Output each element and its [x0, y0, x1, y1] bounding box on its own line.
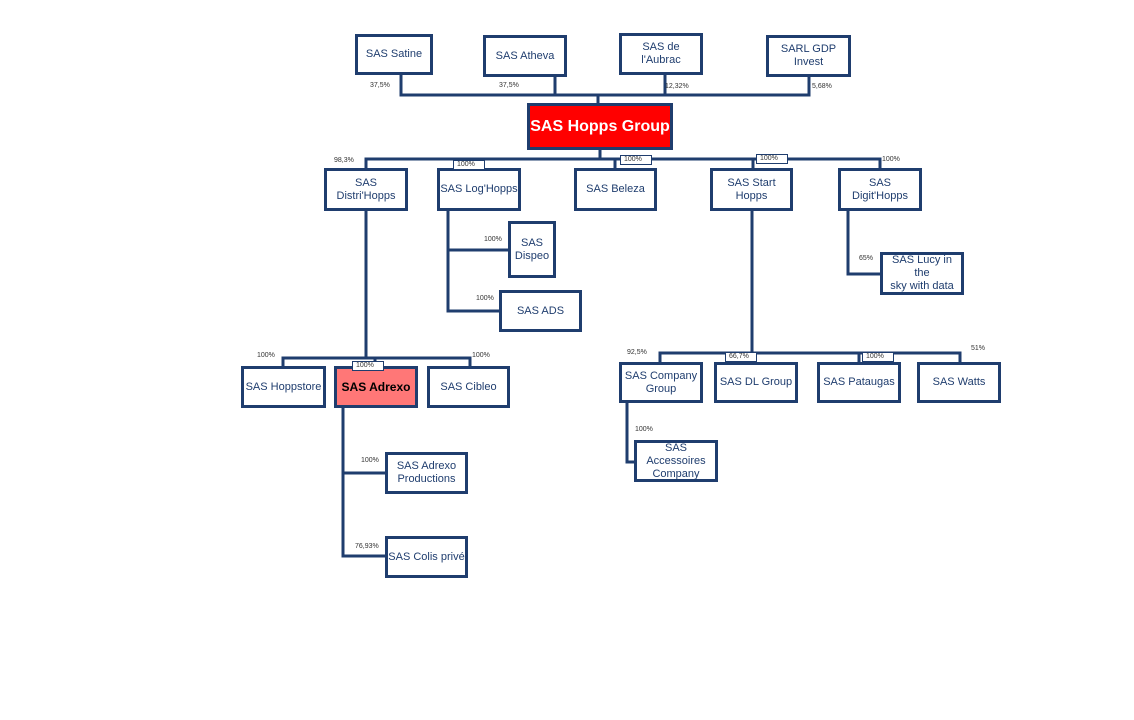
entity-label: SAS Hoppstore [245, 380, 322, 393]
entity-box-log[interactable]: SAS Log'Hopps [437, 168, 521, 211]
ownership-percentage: 100% [882, 156, 900, 163]
entity-label: SAS Start Hopps [727, 176, 776, 202]
ownership-percentage: 100% [484, 236, 502, 243]
entity-box-dl[interactable]: SAS DL Group [714, 362, 798, 403]
entity-label: SAS Pataugas [823, 376, 895, 388]
entity-box-company[interactable]: SAS Company Group [619, 362, 703, 403]
ownership-percentage: 100% [756, 154, 788, 164]
entity-label: SAS Digit'Hopps [852, 176, 908, 202]
entity-box-distri[interactable]: SAS Distri'Hopps [324, 168, 408, 211]
ownership-percentage: 92,5% [627, 349, 647, 356]
ownership-percentage: 5,68% [812, 83, 832, 90]
entity-box-satine[interactable]: SAS Satine [355, 34, 433, 75]
ownership-percentage: 65% [859, 255, 874, 262]
entity-label: SAS Log'Hopps [440, 183, 518, 195]
entity-label: SAS Hopps Group [530, 118, 670, 135]
ownership-percentage: 100% [476, 295, 494, 302]
entity-box-gdp[interactable]: SARL GDP Invest [766, 35, 851, 77]
entity-box-cibleo[interactable]: SAS Cibleo [427, 366, 510, 408]
ownership-percentage: 12,32% [665, 83, 689, 90]
ownership-percentage: 37,5% [370, 82, 390, 89]
ownership-percentage: 66,7% [725, 352, 757, 362]
entity-label: SAS Distri'Hopps [336, 176, 396, 202]
entity-label: SAS Dispeo [514, 236, 550, 262]
ownership-percentage: 98,3% [334, 157, 354, 164]
ownership-percentage: 100% [620, 155, 652, 165]
entity-label: SAS Lucy in the sky with data [890, 254, 954, 292]
entity-label: SAS Adrexo [341, 379, 411, 394]
entity-label: SAS ADS [516, 304, 565, 317]
ownership-percentage: 51% [971, 345, 986, 352]
ownership-percentage: 76,93% [355, 543, 379, 550]
entity-label: SAS Company Group [624, 369, 698, 395]
ownership-percentage: 100% [361, 457, 379, 464]
ownership-percentage: 100% [352, 361, 384, 371]
ownership-percentage: 100% [453, 160, 485, 170]
entity-label: SAS DL Group [719, 376, 793, 388]
entity-box-aubrac[interactable]: SAS de l'Aubrac [619, 33, 703, 75]
entity-label: SARL GDP Invest [780, 43, 837, 68]
entity-box-pataugas[interactable]: SAS Pataugas [817, 362, 901, 403]
ownership-percentage: 100% [257, 352, 275, 359]
ownership-percentage: 100% [862, 352, 894, 362]
entity-box-lucy[interactable]: SAS Lucy in the sky with data [880, 252, 964, 295]
entity-box-dispeo[interactable]: SAS Dispeo [508, 221, 556, 278]
ownership-percentage: 100% [472, 352, 490, 359]
entity-box-accessoires[interactable]: SAS Accessoires Company [634, 440, 718, 482]
entity-label: SAS Adrexo Productions [396, 460, 457, 485]
entity-label: SAS Accessoires Company [646, 441, 706, 480]
entity-label: SAS Atheva [495, 49, 555, 62]
entity-label: SAS Satine [365, 48, 423, 60]
entity-box-start[interactable]: SAS Start Hopps [710, 168, 793, 211]
entity-label: SAS Beleza [586, 183, 645, 195]
entity-box-beleza[interactable]: SAS Beleza [574, 168, 657, 211]
entity-box-digit[interactable]: SAS Digit'Hopps [838, 168, 922, 211]
entity-box-adrexo[interactable]: SAS Adrexo [334, 366, 418, 408]
entity-label: SAS Watts [932, 376, 986, 388]
ownership-percentage: 100% [635, 426, 653, 433]
entity-box-hopps[interactable]: SAS Hopps Group [527, 103, 673, 150]
entity-label: SAS Cibleo [440, 380, 497, 393]
entity-box-colis[interactable]: SAS Colis privé [385, 536, 468, 578]
ownership-percentage: 37,5% [499, 82, 519, 89]
entity-label: SAS de l'Aubrac [641, 41, 681, 66]
entity-label: SAS Colis privé [388, 550, 465, 563]
entity-box-ads[interactable]: SAS ADS [499, 290, 582, 332]
entity-box-watts[interactable]: SAS Watts [917, 362, 1001, 403]
entity-box-adrexoprod[interactable]: SAS Adrexo Productions [385, 452, 468, 494]
entity-box-atheva[interactable]: SAS Atheva [483, 35, 567, 77]
entity-box-hoppstore[interactable]: SAS Hoppstore [241, 366, 326, 408]
